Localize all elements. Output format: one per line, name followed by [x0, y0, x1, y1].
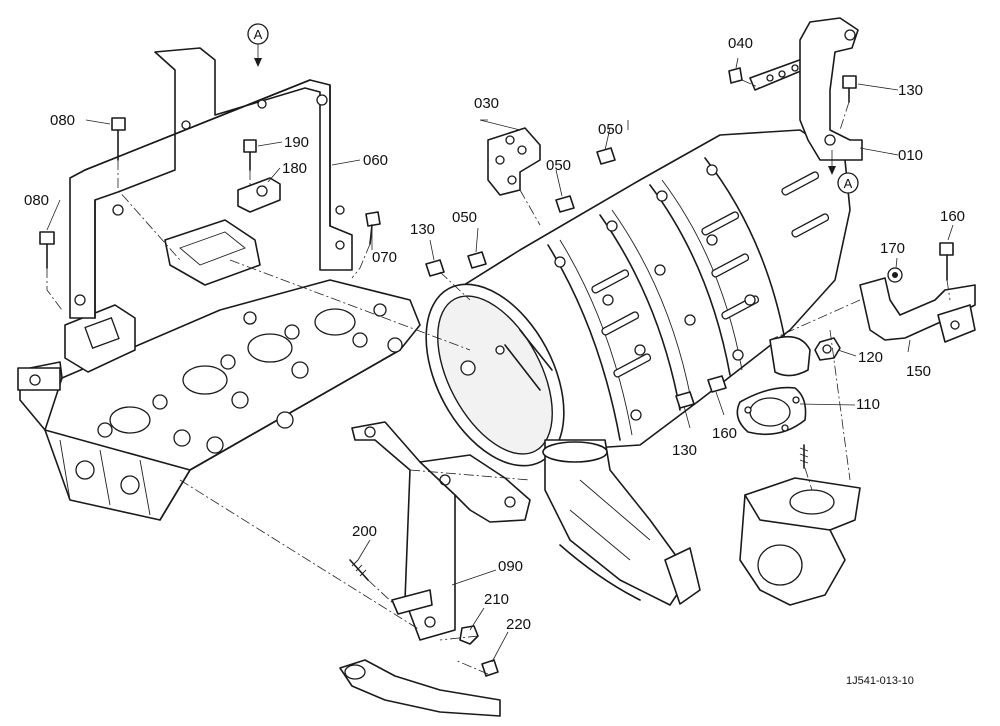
gasket-110 — [736, 386, 807, 436]
part-labels: 080 080 190 180 060 070 030 050 050 050 … — [24, 35, 965, 633]
reference-mark-text: A — [254, 27, 263, 42]
part-label-070: 070 — [372, 249, 397, 266]
part-label-090: 090 — [498, 558, 523, 575]
part-label-130: 130 — [672, 442, 697, 459]
part-label-040: 040 — [728, 35, 753, 52]
part-label-050: 050 — [546, 157, 571, 174]
part-label-130: 130 — [898, 82, 923, 99]
label-leaders — [46, 57, 954, 663]
part-label-200: 200 — [352, 523, 377, 540]
part-label-210: 210 — [484, 591, 509, 608]
reference-mark-text: A — [844, 176, 853, 191]
part-label-010: 010 — [898, 147, 923, 164]
part-label-080: 080 — [24, 192, 49, 209]
part-label-110: 110 — [856, 396, 880, 413]
part-label-060: 060 — [363, 152, 388, 169]
bracket-040-010 — [728, 17, 863, 161]
part-label-180: 180 — [282, 160, 307, 177]
part-label-080: 080 — [50, 112, 75, 129]
part-label-030: 030 — [474, 95, 499, 112]
part-label-150: 150 — [906, 363, 931, 380]
reference-mark-lower: A — [837, 172, 859, 194]
bracket-060 — [39, 47, 381, 319]
part-label-220: 220 — [506, 616, 531, 633]
fasteners-center — [425, 147, 727, 409]
bracket-030 — [487, 127, 541, 196]
part-label-160: 160 — [712, 425, 737, 442]
bracket-150 — [859, 242, 976, 343]
drawing-code: 1J541-013-10 — [846, 675, 914, 687]
dpf-muffler — [425, 129, 851, 606]
part-label-050: 050 — [598, 121, 623, 138]
part-label-160: 160 — [940, 208, 965, 225]
turbo-outlet — [739, 337, 861, 606]
reference-mark-upper: A — [247, 23, 269, 45]
part-label-050: 050 — [452, 209, 477, 226]
part-label-120: 120 — [858, 349, 883, 366]
cylinder-head — [17, 219, 421, 521]
part-label-130: 130 — [410, 221, 435, 238]
part-label-190: 190 — [284, 134, 309, 151]
part-label-170: 170 — [880, 240, 905, 257]
